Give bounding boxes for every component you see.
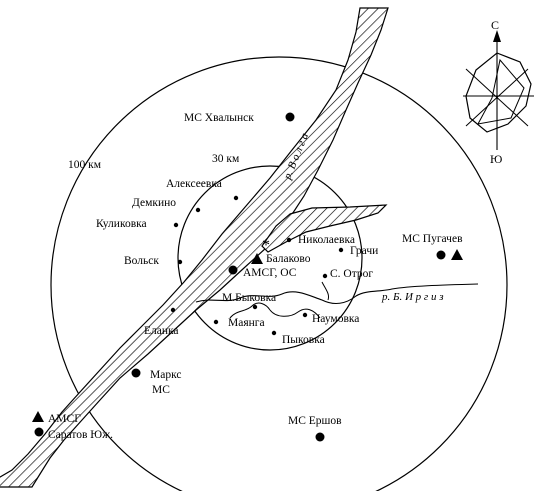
place-alekseevka-marker: [233, 195, 239, 201]
place-kulikovka-label: Куликовка: [96, 218, 147, 230]
place-volsk-marker: [177, 259, 183, 265]
place-m-bykovka-marker: [252, 304, 258, 310]
place-demkino-label: Демкино: [132, 197, 176, 209]
station-saratov-triangle-icon: [32, 411, 44, 422]
place-alekseevka-label: Алексеевка: [166, 178, 222, 190]
stream-s-otrog: [321, 281, 329, 301]
station-saratov-marker: [34, 427, 44, 437]
station-marks-label-2: МС: [152, 384, 170, 396]
station-amsg-oc-label: АМСГ, ОС: [243, 267, 297, 279]
reservoir-arm: [261, 204, 388, 253]
place-naumovka-label: Наумовка: [312, 313, 359, 325]
place-naumovka-marker: [302, 312, 308, 318]
station-marks-label-1: Маркс: [150, 369, 182, 381]
irgiz-tributary: [229, 302, 321, 319]
ring-100km-label: 100 км: [68, 159, 102, 171]
compass-north-label: С: [491, 18, 499, 32]
place-pykovka-marker: [271, 330, 277, 336]
place-mayanga-label: Маянга: [228, 317, 265, 329]
place-grachi-label: Грачи: [350, 245, 378, 257]
place-demkino-marker: [195, 207, 201, 213]
station-pugachev-triangle-icon: [451, 249, 463, 260]
compass-rose: С Ю: [463, 18, 534, 166]
station-pugachev-label: МС Пугачев: [402, 233, 463, 245]
station-khvalynsk-label: МС Хвалынск: [184, 112, 254, 124]
place-balakovo-label: Балаково: [266, 253, 311, 265]
range-ring-100km: [50, 56, 508, 496]
station-pugachev-marker: [436, 250, 446, 260]
place-pykovka-label: Пыковка: [282, 334, 325, 346]
station-amsg-label: АМСГ: [48, 413, 81, 425]
irgiz-river: [195, 283, 479, 305]
station-ershov-label: МС Ершов: [288, 415, 342, 427]
place-elanka-marker: [170, 307, 176, 313]
place-nikolaevka-marker: [286, 237, 292, 243]
place-kulikovka-marker: [173, 222, 179, 228]
place-volsk-label: Вольск: [124, 255, 159, 267]
place-grachi-marker: [338, 247, 344, 253]
balakovo-triangle-icon: [251, 253, 263, 264]
place-mayanga-marker: [213, 319, 219, 325]
compass-south-label: Ю: [490, 152, 502, 166]
volga-river: [0, 7, 389, 488]
ring-30km-label: 30 км: [212, 153, 240, 165]
station-khvalynsk-marker: [285, 112, 295, 122]
place-elanka-label: Еланка: [144, 325, 179, 337]
station-saratov-label: Саратов Юж.: [48, 429, 113, 441]
station-ershov-marker: [315, 432, 325, 442]
station-marks-marker: [131, 368, 141, 378]
place-s-otrog-label: С. Отрог: [330, 268, 373, 280]
range-ring-30km: [177, 165, 363, 351]
balakovo-asterisk-icon: *: [262, 237, 270, 254]
place-m-bykovka-label: М.Быковка: [222, 292, 276, 304]
place-nikolaevka-label: Николаевка: [298, 234, 355, 246]
station-amsg-oc-marker: [228, 265, 238, 275]
place-s-otrog-marker: [322, 273, 328, 279]
irgiz-label: р. Б. И р г и з: [381, 291, 444, 303]
